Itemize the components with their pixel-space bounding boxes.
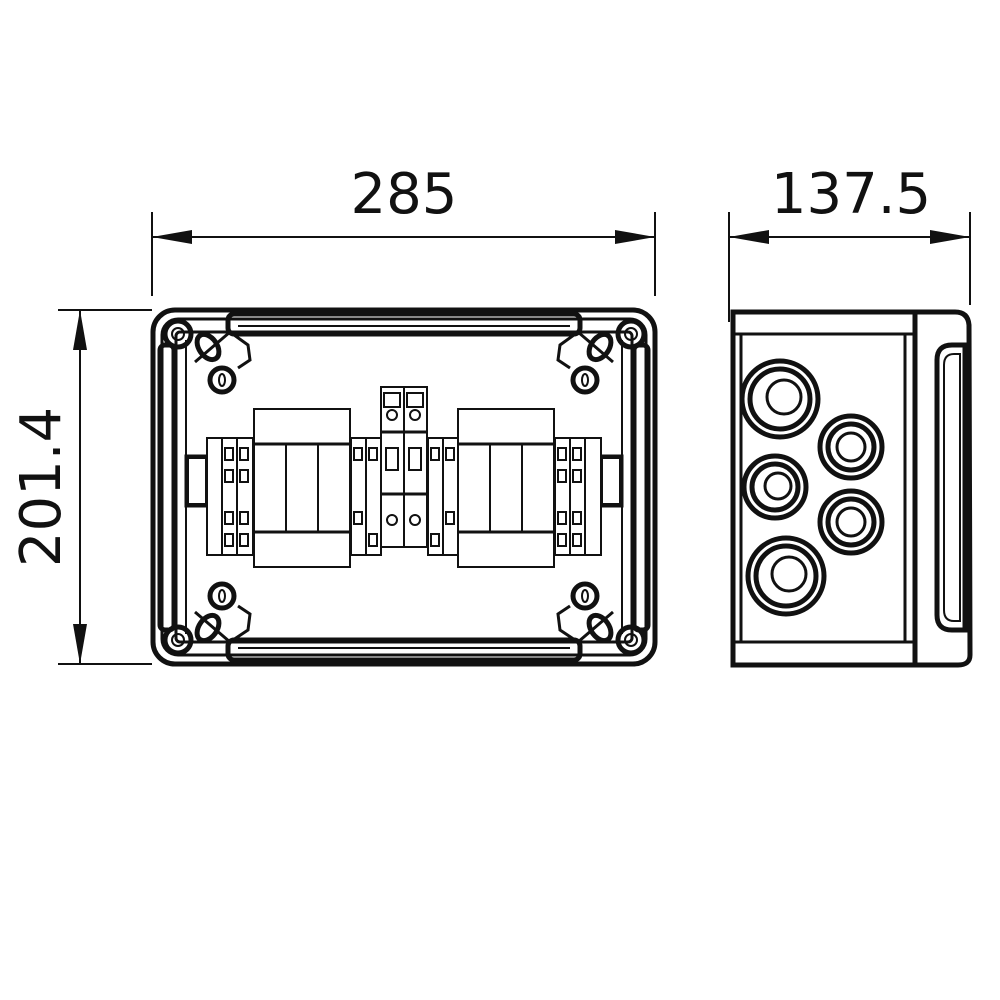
- terminal-block-center-right: [427, 437, 459, 556]
- cable-gland-icon: [741, 453, 809, 521]
- latch-clip-icon: [556, 330, 614, 395]
- handle-icon: [934, 342, 968, 633]
- latch-clip-icon: [194, 581, 252, 644]
- cable-gland-icon: [817, 488, 885, 556]
- latch-clip-icon: [194, 330, 252, 395]
- cable-gland-icon: [817, 413, 885, 481]
- height-dimension: 201.4: [9, 309, 152, 665]
- cable-gland-icon: [739, 358, 821, 440]
- terminal-block-center-left: [350, 437, 382, 556]
- fuse-holder: [380, 386, 428, 548]
- width-dimension: 285: [151, 162, 656, 296]
- cable-gland-icon: [745, 535, 827, 617]
- corner-screw-icon: [615, 624, 647, 656]
- corner-screw-icon: [615, 318, 647, 350]
- terminal-block-left: [206, 437, 254, 556]
- corner-screw-icon: [162, 624, 194, 656]
- terminal-block-right: [554, 437, 602, 556]
- corner-screw-icon: [162, 318, 194, 350]
- surge-module-left: [253, 408, 351, 568]
- side-view: [730, 309, 973, 668]
- depth-dimension: 137.5: [728, 162, 971, 322]
- latch-clip-icon: [556, 581, 614, 644]
- surge-module-right: [457, 408, 555, 568]
- depth-value: 137.5: [771, 162, 931, 227]
- width-value: 285: [351, 162, 458, 227]
- front-view: [150, 307, 658, 667]
- height-value: 201.4: [9, 407, 74, 567]
